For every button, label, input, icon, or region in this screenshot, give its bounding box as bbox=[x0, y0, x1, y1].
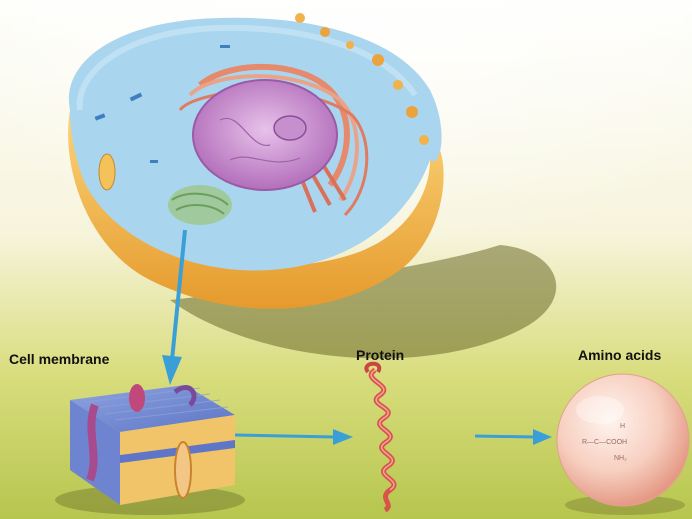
amino-formula-bottom: NH₂ bbox=[614, 455, 627, 462]
label-amino-acids: Amino acids bbox=[578, 348, 661, 362]
label-cell-membrane: Cell membrane bbox=[9, 352, 109, 366]
amino-formula-top: H bbox=[620, 423, 625, 430]
label-protein: Protein bbox=[356, 348, 404, 362]
amino-formula-middle: R—C—COOH bbox=[582, 439, 627, 446]
